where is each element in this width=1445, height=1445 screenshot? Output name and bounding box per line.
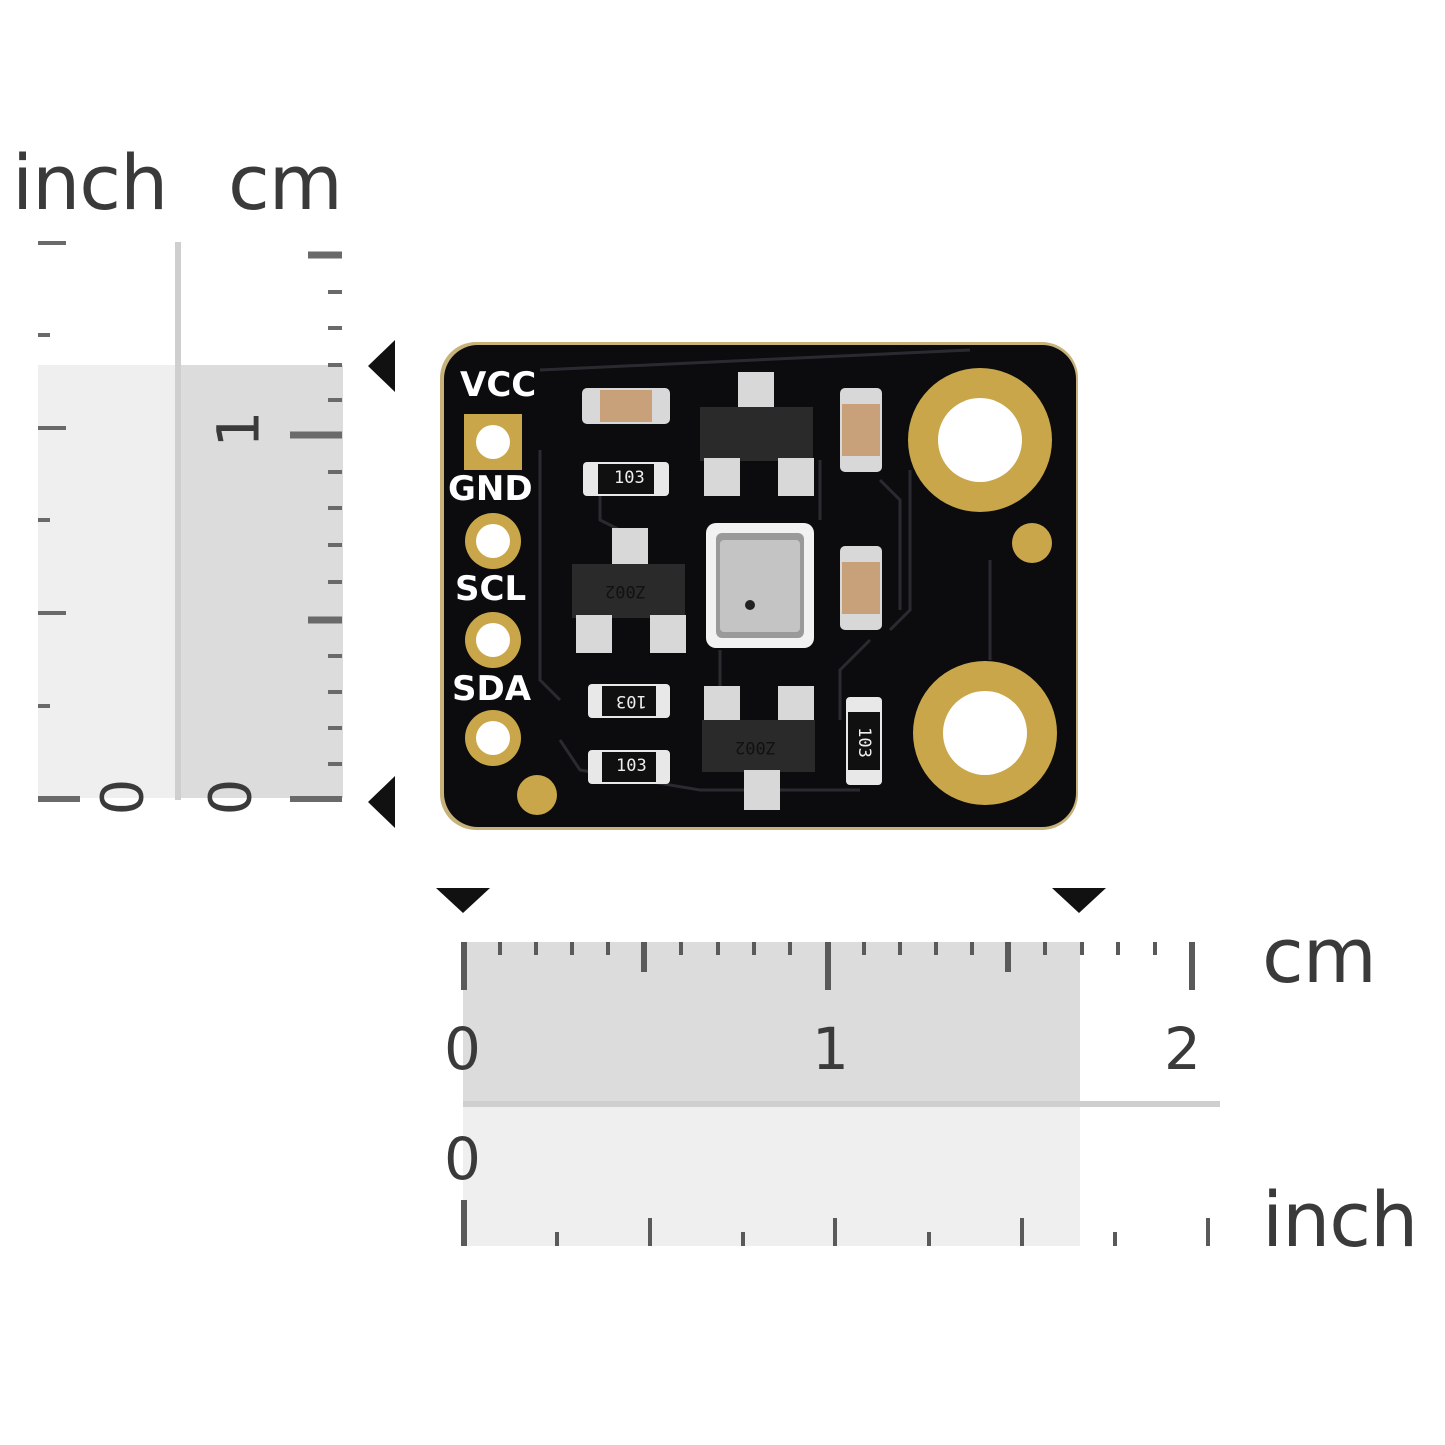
bottom-ruler-inch-0: 0: [444, 1125, 481, 1193]
left-cm-ticks: [290, 251, 342, 802]
pin-label-gnd: GND: [448, 469, 533, 509]
top-marker-arrow: [368, 340, 395, 392]
transistor-marking-2: Z002: [735, 737, 776, 757]
left-ruler-cm-label: cm: [228, 138, 343, 227]
bottom-ruler-cm-1: 1: [812, 1015, 849, 1083]
pin-label-sda: SDA: [452, 669, 532, 709]
bottom-inch-ticks: [461, 1200, 1210, 1246]
bottom-ruler-inch-band: [463, 1106, 1080, 1246]
transistor-marking-1: Z002: [605, 581, 646, 601]
bottom-ruler-cm-2: 2: [1164, 1015, 1201, 1083]
resistors: [583, 462, 882, 785]
left-ruler-inch-0: 0: [88, 778, 157, 816]
sensor-chip: [706, 523, 814, 648]
bottom-ruler-divider: [463, 1101, 1220, 1107]
bottom-ruler-cm-label: cm: [1262, 911, 1377, 1000]
capacitors: [582, 388, 882, 630]
bottom-ruler-inch-label: inch: [1262, 1175, 1418, 1264]
bottom-ruler-cm-band: [463, 942, 1080, 1102]
transistors: [572, 372, 815, 810]
resistor-marking-4: 103: [853, 727, 874, 758]
resistor-marking-1: 103: [614, 468, 645, 488]
right-marker-arrow-bottom: [1052, 888, 1106, 913]
left-ruler-divider: [175, 242, 181, 800]
left-inch-ticks: [38, 241, 80, 802]
left-ruler-inch-label: inch: [12, 138, 168, 227]
pin-label-vcc: VCC: [460, 365, 537, 405]
left-ruler-cm-0: 0: [196, 778, 265, 816]
sensor-board: [440, 342, 1078, 830]
resistor-marking-2: 103: [616, 691, 647, 711]
mounting-hole-top: [908, 368, 1052, 512]
mounting-hole-bottom: [913, 661, 1057, 805]
bottom-marker-arrow: [368, 776, 395, 828]
pin-label-scl: SCL: [455, 569, 527, 609]
left-ruler-cm-1: 1: [204, 410, 273, 448]
resistor-marking-3: 103: [616, 756, 647, 776]
bottom-cm-ticks: [461, 942, 1195, 990]
left-marker-arrow-bottom: [436, 888, 490, 913]
left-ruler-inch-band: [38, 365, 178, 798]
pin-pads: [464, 414, 522, 766]
bottom-ruler-cm-0: 0: [444, 1015, 481, 1083]
